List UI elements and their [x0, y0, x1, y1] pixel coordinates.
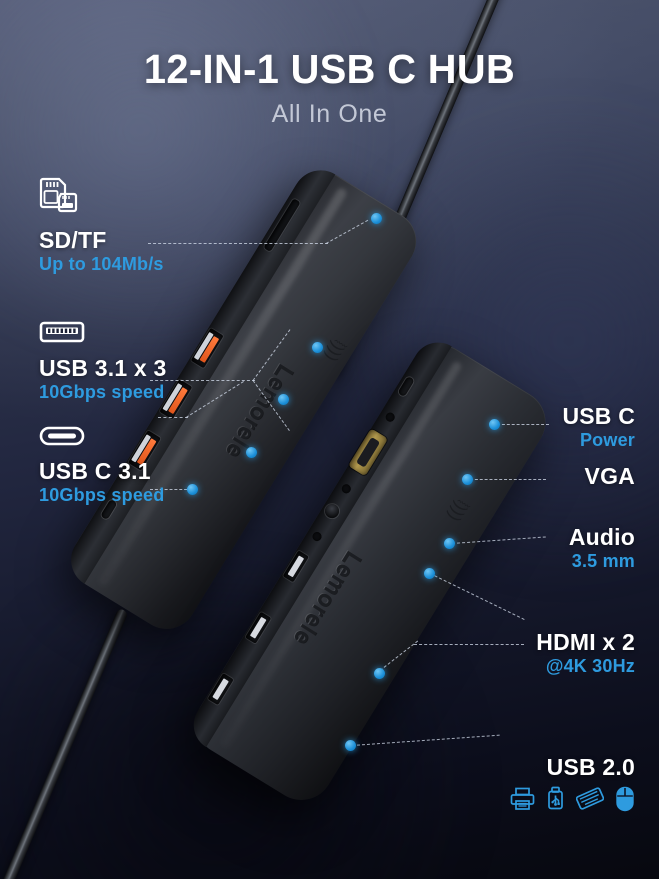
feature-usb-31: USB 3.1 x 3 10Gbps speed — [39, 320, 167, 403]
sd-card-icon — [39, 176, 164, 221]
feature-usb-c-power: USB C Power — [562, 404, 635, 451]
leader-hdmi-main — [414, 644, 524, 645]
feature-audio: Audio 3.5 mm — [569, 525, 635, 572]
feature-usb-c-power-name: USB C — [562, 403, 635, 429]
dot-sd-tf — [371, 213, 382, 224]
usb-c-host-cable-bottom — [0, 607, 129, 879]
feature-audio-sub: 3.5 mm — [571, 551, 635, 572]
feature-sd-tf: SD/TF Up to 104Mb/s — [39, 176, 164, 275]
feature-sd-tf-name: SD/TF — [39, 227, 107, 253]
dot-audio — [444, 538, 455, 549]
keyboard-icon — [576, 786, 604, 812]
leader-usb-c-31 — [150, 489, 192, 490]
mouse-icon — [615, 786, 635, 812]
leader-usb31-bracket-tail — [158, 417, 188, 418]
usb-flash-drive-icon — [546, 786, 565, 812]
page-subtitle: All In One — [271, 100, 388, 128]
leader-usb-c-power — [497, 424, 549, 425]
feature-vga: VGA — [584, 463, 635, 489]
dot-vga — [462, 474, 473, 485]
feature-usb-31-name: USB 3.1 x 3 — [39, 355, 167, 381]
dot-hdmi-1 — [424, 568, 435, 579]
feature-hdmi-name: HDMI x 2 — [536, 629, 635, 655]
feature-usb-c-31: USB C 3.1 10Gbps speed — [39, 425, 164, 506]
feature-hdmi-sub: @4K 30Hz — [545, 656, 635, 677]
dot-usb-c-power — [489, 419, 500, 430]
feature-audio-name: Audio — [568, 524, 635, 550]
dot-hdmi-2 — [374, 668, 385, 679]
dot-usb-20 — [345, 740, 356, 751]
feature-usb-20: USB 2.0 — [510, 755, 635, 812]
feature-hdmi: HDMI x 2 @4K 30Hz — [536, 630, 635, 677]
dot-usb-a-1 — [312, 342, 323, 353]
page-title: 12-IN-1 USB C HUB — [143, 46, 516, 92]
feature-vga-name: VGA — [584, 463, 635, 489]
feature-usb-c-power-sub: Power — [579, 430, 635, 451]
feature-sd-tf-sub: Up to 104Mb/s — [39, 254, 164, 275]
usb-20-device-icons — [510, 786, 635, 812]
dot-usb-a-2 — [278, 394, 289, 405]
dot-usb-c-31 — [187, 484, 198, 495]
leader-usb31 — [150, 380, 255, 381]
usb-a-port-icon — [39, 320, 167, 349]
dot-usb-a-3 — [246, 447, 257, 458]
printer-icon — [510, 786, 535, 812]
feature-usb-20-name: USB 2.0 — [546, 754, 635, 780]
feature-usb-c-31-name: USB C 3.1 — [39, 458, 151, 484]
leader-vga — [470, 479, 546, 480]
feature-usb-31-sub: 10Gbps speed — [39, 382, 165, 403]
feature-usb-c-31-sub: 10Gbps speed — [39, 485, 165, 506]
leader-sd-tf — [148, 243, 328, 244]
usb-c-port-icon — [39, 425, 164, 452]
